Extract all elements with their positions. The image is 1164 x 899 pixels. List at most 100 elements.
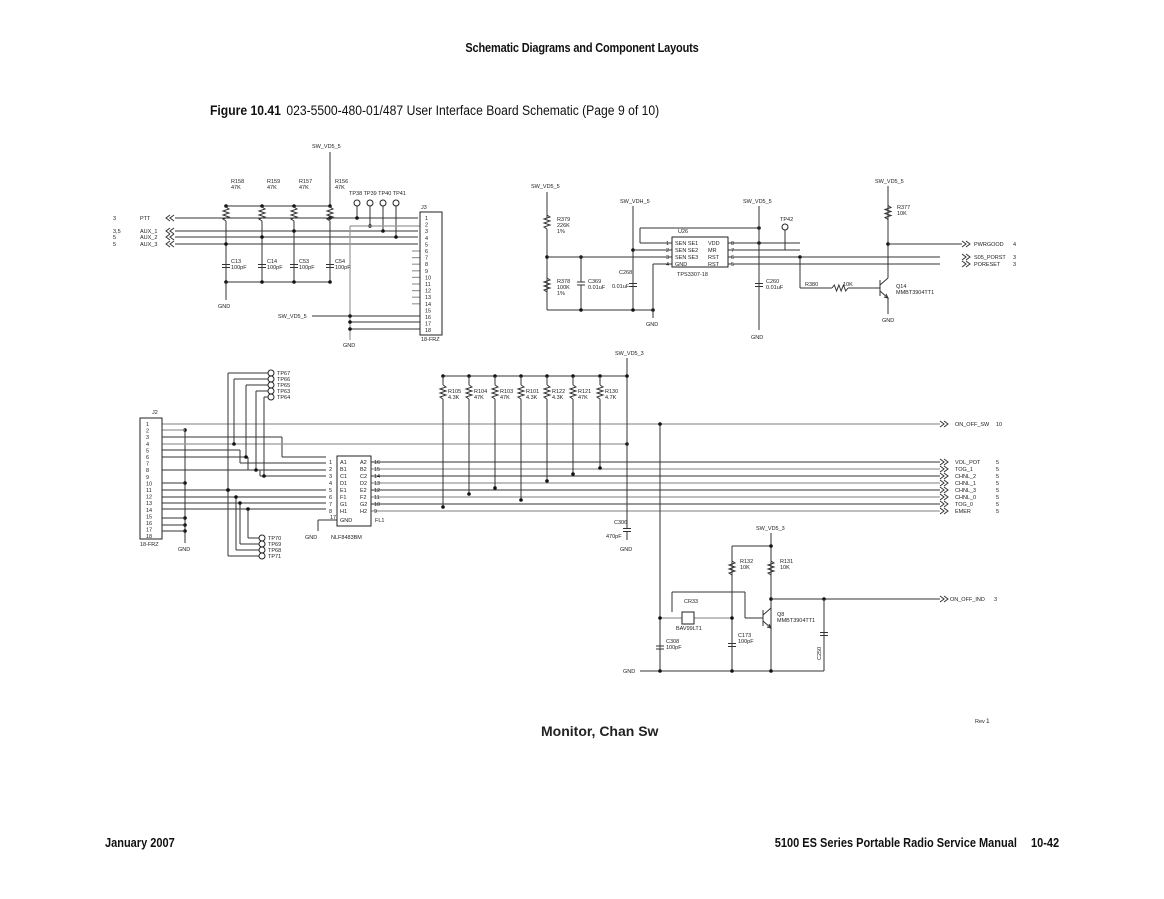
label: 4.3K	[552, 395, 564, 401]
label: R377	[897, 205, 910, 211]
label: 3	[329, 474, 332, 480]
pin-number: 18	[146, 534, 152, 540]
junction-dot	[381, 229, 385, 233]
pin-number: 13	[146, 501, 152, 507]
signal-sheet-ref: 5	[996, 509, 999, 515]
signal-name: TOG_0	[955, 502, 973, 508]
offsheet-connector-icon	[169, 214, 175, 222]
offsheet-connector-icon	[965, 240, 971, 248]
junction-dot	[234, 495, 238, 499]
pin-number: 5	[146, 448, 149, 454]
connector-ref: J2	[152, 410, 158, 416]
junction-dot	[260, 235, 264, 239]
pin-number: 5	[425, 242, 428, 248]
pin-number: 11	[425, 282, 431, 288]
resistor-R130	[595, 384, 605, 400]
offsheet-connector-icon	[939, 472, 945, 480]
rail-label: SW_VD5_5	[278, 314, 307, 320]
signal-name: ON_OFF_IND	[950, 597, 985, 603]
pin-name: H1	[340, 509, 347, 515]
pin-number: 4	[146, 442, 149, 448]
junction-dot	[262, 474, 266, 478]
signal-sheet-ref: 5	[996, 495, 999, 501]
resistor-R105	[438, 384, 448, 400]
offsheet-connector-icon	[165, 240, 171, 248]
resistor-R121	[568, 384, 578, 400]
rail-label: SW_VD5_5	[743, 199, 772, 205]
pin-name: F2	[360, 495, 366, 501]
offsheet-connector-icon	[943, 486, 949, 494]
connector-J3	[419, 211, 443, 336]
pin-number: 7	[425, 256, 428, 262]
offsheet-connector-icon	[961, 253, 967, 261]
label: R130	[605, 389, 618, 395]
pin-number: 1	[425, 216, 428, 222]
pin-name: SEN SE2	[675, 248, 698, 254]
pin-name: RST	[708, 262, 720, 268]
signal-name: PWRGOOD	[974, 242, 1004, 248]
label: 8	[731, 241, 734, 247]
offsheet-connector-icon	[169, 233, 175, 241]
pin-name: G2	[360, 502, 367, 508]
junction-dot	[598, 466, 602, 470]
signal-sheet-ref: 5	[996, 488, 999, 494]
testpoint-label: TP65	[277, 383, 290, 389]
label: 10K	[843, 282, 853, 288]
ic-ref: U26	[678, 229, 688, 235]
transistor-Q8	[762, 607, 772, 616]
signal-sheet-ref: 5	[113, 235, 116, 241]
label: 4.7K	[605, 395, 617, 401]
offsheet-connector-icon	[943, 595, 949, 603]
offsheet-connector-icon	[939, 595, 945, 603]
signal-sheet-ref: 3,5	[113, 229, 121, 235]
label: R101	[526, 389, 539, 395]
label: R105	[448, 389, 461, 395]
pin-name: A2	[360, 460, 367, 466]
pin-name: B2	[360, 467, 367, 473]
label: 226K	[557, 223, 570, 229]
label: 1	[666, 241, 669, 247]
junction-dot	[658, 669, 662, 673]
pin-number: 11	[146, 488, 152, 494]
pin-number: 10	[425, 275, 431, 281]
figure-title: 023-5500-480-01/487 User Interface Board…	[286, 103, 660, 118]
pin-number: 2	[425, 223, 428, 229]
label: 5	[731, 262, 734, 268]
signal-sheet-ref: 4	[1013, 242, 1016, 248]
label: CR33	[684, 599, 698, 605]
pin-name: E1	[340, 488, 347, 494]
label: 10K	[897, 211, 907, 217]
gnd-label: GND	[178, 547, 190, 553]
signal-sheet-ref: 3	[994, 597, 997, 603]
junction-dot	[571, 472, 575, 476]
gnd-label: GND	[751, 335, 763, 341]
junction-dot	[545, 479, 549, 483]
junction-dot	[730, 669, 734, 673]
resistor-R158	[221, 206, 231, 222]
connector-part: 18-FRZ	[421, 337, 440, 343]
ic-U26	[671, 236, 729, 268]
junction-dot	[238, 501, 242, 505]
test-point	[353, 199, 361, 207]
label: 100pF	[666, 645, 682, 651]
junction-dot	[394, 235, 398, 239]
resistor-ref: R158	[231, 179, 244, 185]
label: 10K	[740, 565, 750, 571]
junction-dot	[224, 242, 228, 246]
label: C306	[614, 520, 627, 526]
offsheet-connector-icon	[939, 500, 945, 508]
junction-dot	[260, 280, 264, 284]
label: 2	[329, 467, 332, 473]
signal-name: AUX_1	[140, 229, 157, 235]
signal-sheet-ref: 3	[1013, 262, 1016, 268]
pin-number: 12	[146, 495, 152, 501]
junction-dot	[348, 327, 352, 331]
junction-dot	[625, 374, 629, 378]
offsheet-connector-icon	[961, 240, 967, 248]
pin-name: GND	[675, 262, 687, 268]
resistor-value: 47K	[231, 185, 241, 191]
label: 4.3K	[526, 395, 538, 401]
offsheet-connector-icon	[939, 458, 945, 466]
